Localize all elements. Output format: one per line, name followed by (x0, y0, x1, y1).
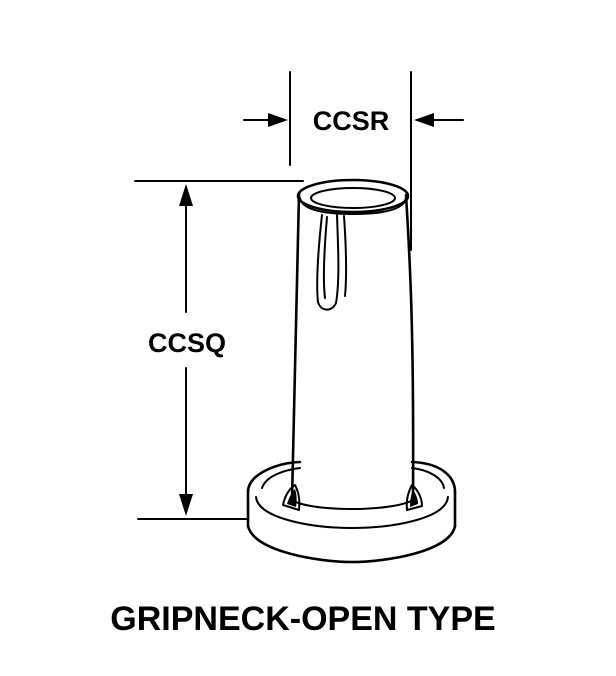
flange-inner-ring (261, 467, 445, 489)
slot-inner-edge (322, 216, 328, 299)
sleeve-body (282, 192, 423, 511)
sleeve-right-side (404, 193, 415, 502)
gusset-left (282, 484, 301, 511)
flange-bottom-edge (246, 524, 457, 564)
height-arrowhead-bottom (179, 494, 193, 516)
gripneck-part (246, 178, 457, 564)
flange-inner-step (255, 496, 449, 529)
top-rim-inner (310, 187, 396, 209)
gusset-right (405, 484, 423, 511)
sleeve-base-edge (291, 499, 414, 510)
flange-top-rim (246, 460, 457, 494)
width-dimension-label: CCSR (313, 106, 390, 136)
gusset-left-shade (287, 489, 297, 507)
grip-slot (316, 214, 348, 311)
flange (246, 460, 457, 564)
width-arrowhead-right (414, 113, 434, 127)
top-opening (296, 178, 410, 215)
width-dimension: CCSR (243, 71, 464, 251)
height-dimension-label: CCSQ (148, 328, 226, 358)
sleeve-left-side (290, 192, 301, 502)
height-dimension: CCSQ (134, 180, 304, 520)
top-rim-outer (296, 178, 410, 214)
height-arrowhead-top (179, 184, 193, 206)
gusset-right-shade (410, 490, 418, 507)
slot-back-edge (343, 215, 348, 297)
slot-outline (316, 214, 340, 311)
width-arrowhead-left (268, 113, 288, 127)
diagram-caption: GRIPNECK-OPEN TYPE (110, 600, 495, 638)
top-rim-thickness (299, 197, 407, 215)
